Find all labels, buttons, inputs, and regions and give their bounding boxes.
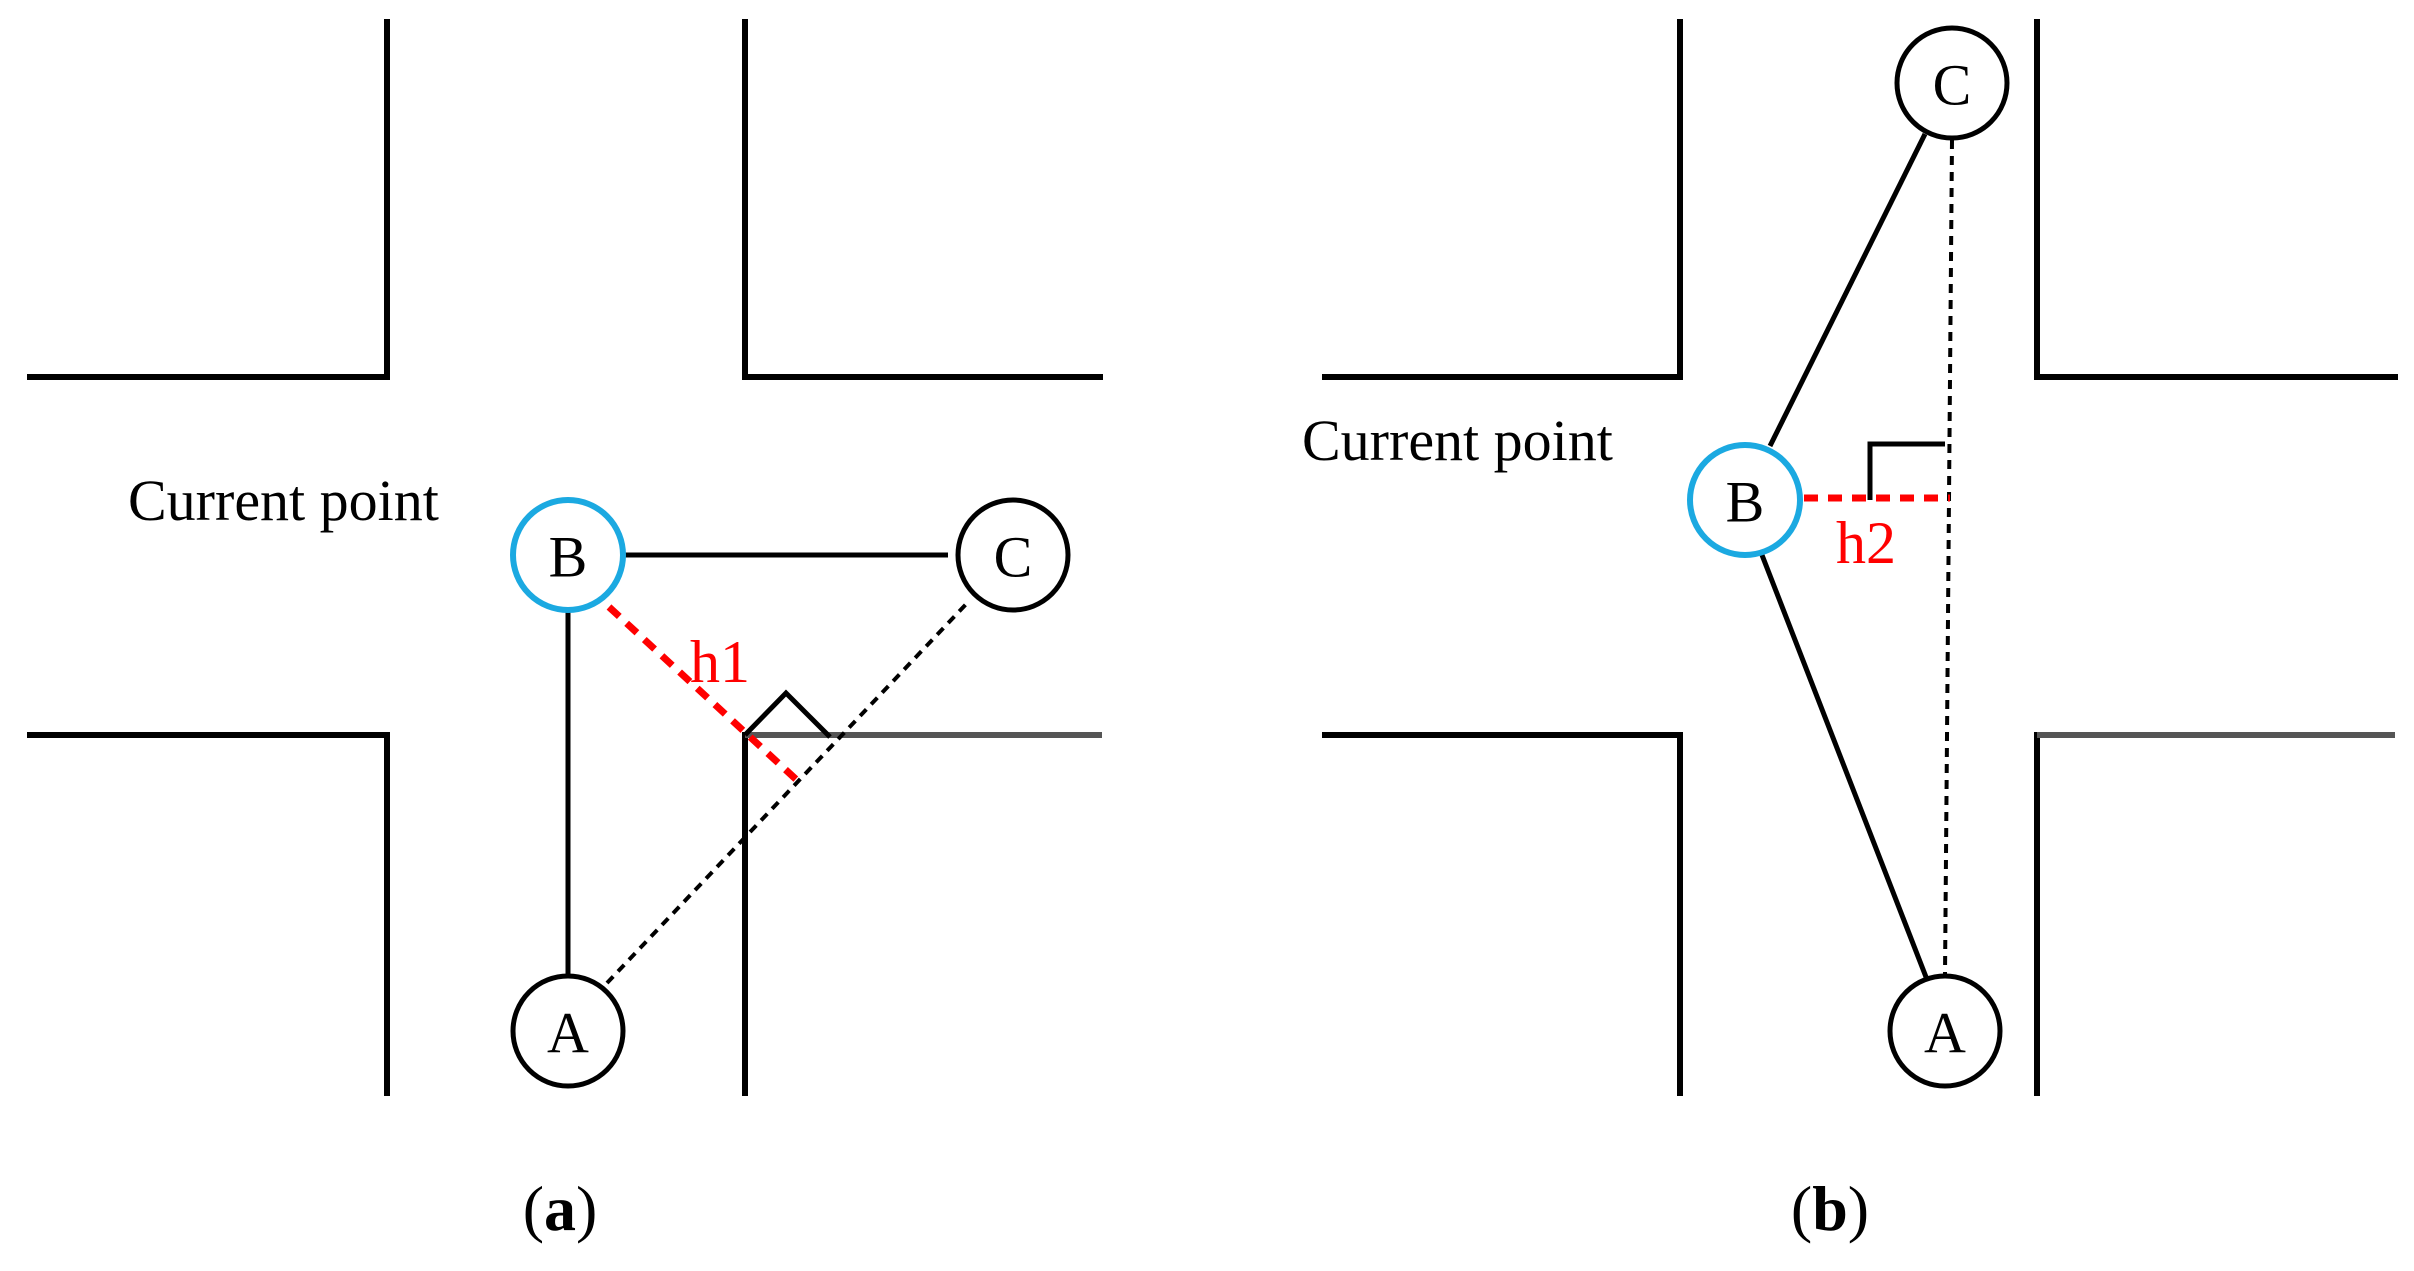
- node-c: C: [1894, 25, 2010, 141]
- node-a: A: [510, 973, 626, 1089]
- h1-perpendicular: [606, 604, 803, 786]
- svg-text:C: C: [994, 525, 1033, 590]
- caption-b: (b): [1791, 1173, 1869, 1244]
- right-angle-marker: [743, 689, 832, 739]
- segment-b-a: [1759, 554, 1929, 978]
- panel-b: B C A Current point h2 (b): [1302, 19, 2398, 1244]
- svg-text:A: A: [547, 1001, 589, 1066]
- panel-a-road-edges: [27, 19, 1103, 1096]
- right-angle-marker: [1867, 441, 1945, 500]
- caption-a: (a): [523, 1173, 598, 1244]
- svg-text:C: C: [1933, 53, 1972, 118]
- segment-b-c: [1767, 132, 1928, 448]
- node-b-current: B: [1687, 442, 1803, 558]
- segment-a-c-dotted: [1943, 139, 1954, 976]
- h1-label: h1: [690, 629, 750, 695]
- svg-text:B: B: [1726, 470, 1765, 535]
- current-point-label: Current point: [128, 468, 439, 533]
- svg-text:A: A: [1924, 1001, 1966, 1066]
- h2-label: h2: [1836, 510, 1896, 576]
- svg-text:B: B: [549, 525, 588, 590]
- current-point-label: Current point: [1302, 408, 1613, 473]
- node-a: A: [1887, 973, 2003, 1089]
- node-c: C: [955, 497, 1071, 613]
- node-b-current: B: [510, 497, 626, 613]
- panel-b-road-edges: [1322, 19, 2398, 1096]
- segment-a-c-dotted: [605, 598, 972, 985]
- panel-a: B C A Current point h1 (a): [27, 19, 1103, 1244]
